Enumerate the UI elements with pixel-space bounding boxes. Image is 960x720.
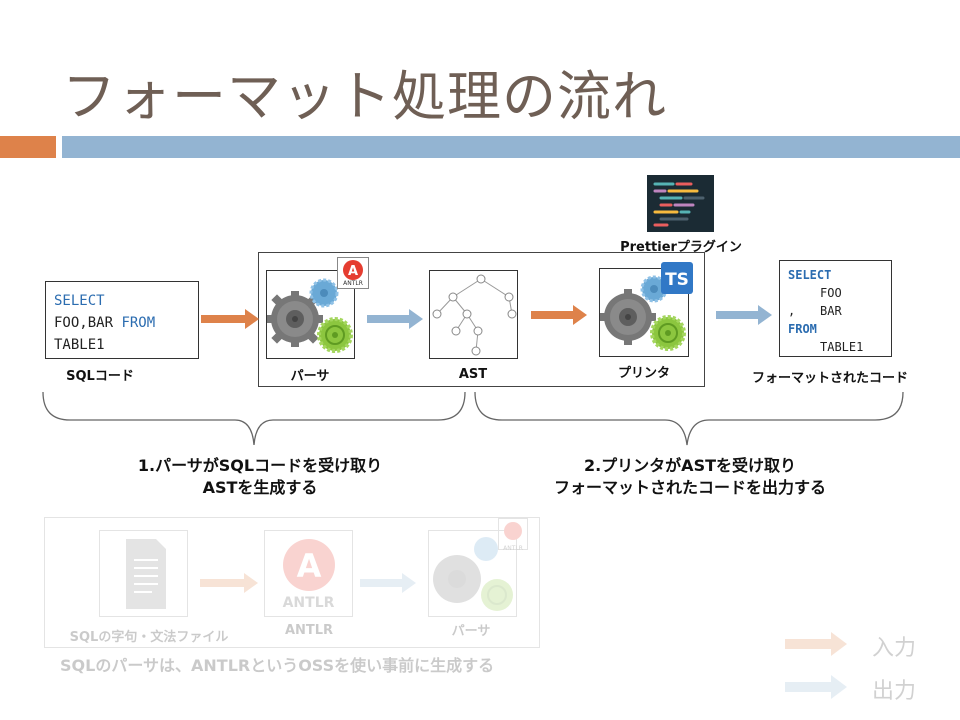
plugin-group-frame — [258, 252, 705, 387]
ast-box — [429, 270, 518, 359]
antlr-section-caption: SQLのパーサは、ANTLRというOSSを使い事前に生成する — [60, 656, 495, 675]
arrow-parser-to-ast — [367, 309, 423, 329]
plugin-label: Prettierプラグイン — [620, 240, 742, 255]
antlr-tool-box: A ANTLR — [264, 530, 353, 617]
step2-line2: フォーマットされたコードを出力する — [553, 478, 826, 497]
parser-box — [266, 270, 355, 359]
arrow-ast-to-printer — [531, 305, 587, 325]
arrow-input — [201, 309, 259, 329]
generated-parser-box — [428, 530, 517, 617]
svg-text:A: A — [297, 547, 322, 585]
sql-line-3: TABLE1 — [54, 337, 105, 353]
formatted-table: TABLE1 — [820, 340, 864, 354]
formatted-select: SELECT — [788, 268, 832, 282]
antlr-logo-text: ANTLR — [282, 595, 335, 611]
sql-input-box: SELECT FOO,BAR FROM TABLE1 — [45, 281, 199, 359]
svg-text:A: A — [348, 264, 358, 279]
slide-title: フォーマット処理の流れ — [62, 65, 667, 128]
formatted-code-box: SELECT FOO , BAR FROM TABLE1 — [779, 260, 892, 357]
ast-label: AST — [458, 367, 488, 382]
step1-line2: ASTを生成する — [202, 478, 318, 497]
sql-keyword-from: FROM — [121, 315, 156, 331]
generated-parser-label: パーサ — [451, 624, 491, 639]
antlr-section-frame — [44, 517, 540, 648]
ghost-antlr-badge-text: ANTLR — [503, 545, 523, 552]
arrow-output — [716, 305, 772, 325]
sql-line-1: SELECT — [54, 293, 105, 309]
sql-line-2-text: FOO,BAR — [54, 315, 122, 331]
grammar-file-label: SQLの字句・文法ファイル — [69, 630, 229, 645]
formatted-comma: , — [788, 304, 796, 318]
formatted-label: フォーマットされたコード — [751, 371, 908, 386]
step1-caption: 1.パーサがSQLコードを受け取り ASTを生成する — [60, 455, 460, 499]
antlr-tool-label: ANTLR — [284, 623, 334, 638]
step2-caption: 2.プリンタがASTを受け取り フォーマットされたコードを出力する — [490, 455, 890, 499]
prettier-icon — [647, 175, 714, 232]
sql-input-label: SQLコード — [66, 369, 134, 384]
brace-step1 — [42, 391, 466, 446]
gears-icon — [267, 278, 353, 353]
document-icon — [126, 539, 166, 609]
antlr-logo-icon — [504, 522, 522, 540]
brace-step2 — [474, 391, 904, 446]
legend-arrow-output — [785, 675, 847, 699]
printer-label: プリンタ — [617, 366, 670, 381]
typescript-badge: TS — [661, 262, 693, 294]
step2-line1: 2.プリンタがASTを受け取り — [583, 456, 797, 475]
formatted-bar: BAR — [820, 304, 842, 318]
gears-icon — [433, 537, 513, 611]
formatted-from: FROM — [788, 322, 817, 336]
ghost-arrow-blue — [360, 573, 416, 593]
step1-line1: 1.パーサがSQLコードを受け取り — [137, 456, 383, 475]
antlr-badge: A ANTLR — [337, 257, 369, 289]
title-accent-blue — [62, 136, 960, 158]
legend-input-label: 入力 — [872, 636, 917, 661]
legend-output-label: 出力 — [872, 679, 917, 704]
legend-arrow-input — [785, 632, 847, 656]
tree-icon — [432, 274, 517, 356]
title-accent-orange — [0, 136, 56, 158]
formatted-foo: FOO — [820, 286, 842, 300]
sql-line-2: FOO,BAR FROM — [54, 312, 198, 334]
antlr-logo-icon: A — [343, 260, 363, 280]
antlr-logo-icon: A — [283, 539, 335, 591]
ghost-arrow-orange — [200, 573, 258, 593]
parser-label: パーサ — [290, 369, 330, 384]
ghost-antlr-badge: ANTLR — [498, 518, 528, 552]
gears-icon — [600, 275, 686, 351]
antlr-badge-text: ANTLR — [343, 280, 363, 287]
grammar-file-box — [99, 530, 188, 617]
formatted-bar-line: , BAR — [788, 302, 891, 320]
